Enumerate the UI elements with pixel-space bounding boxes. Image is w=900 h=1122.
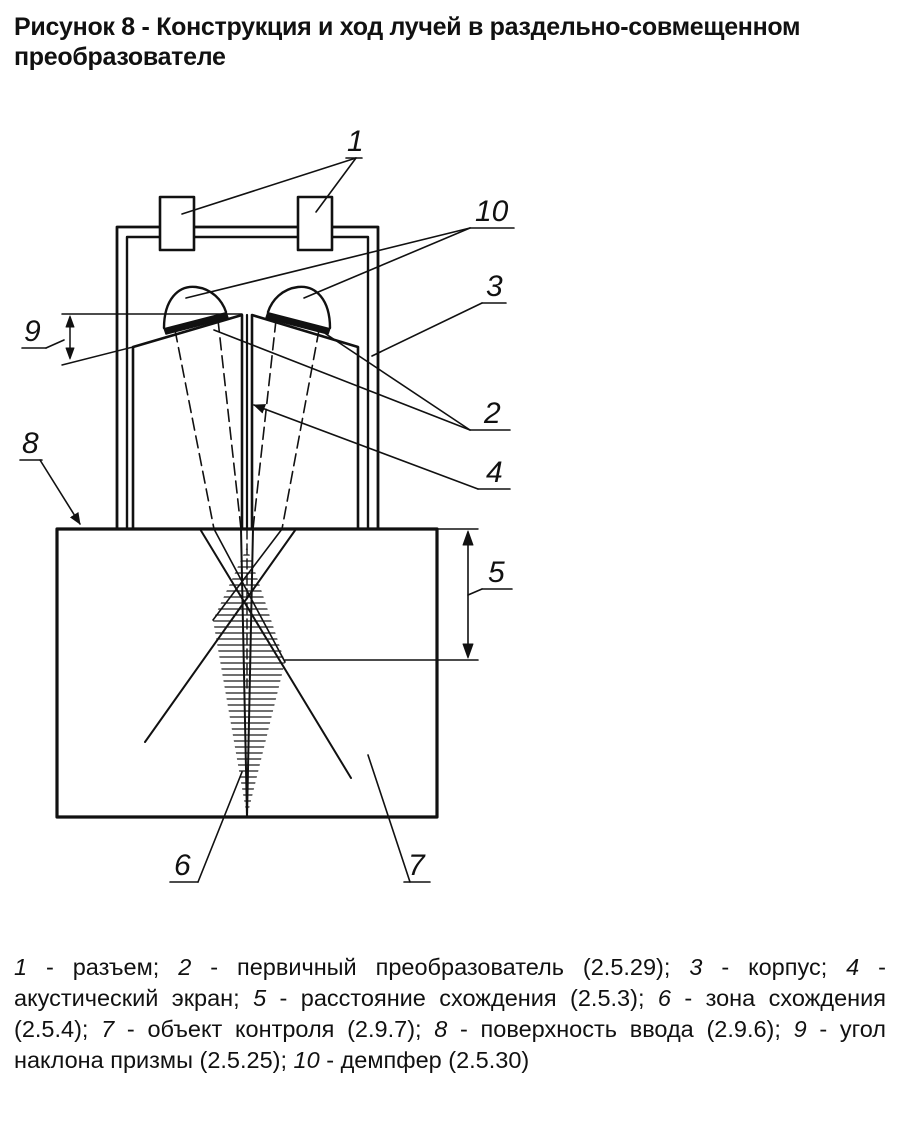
label-6: 6 xyxy=(174,849,191,882)
beam-left-inner xyxy=(240,528,248,818)
dim5-arrow-top xyxy=(462,530,474,546)
leader-1-b xyxy=(315,157,357,213)
leader-10-a xyxy=(185,227,471,299)
leader-3 xyxy=(371,302,483,357)
label-2: 2 xyxy=(483,397,501,430)
leader-8 xyxy=(39,459,81,525)
housing-inner xyxy=(125,235,370,531)
leader-5 xyxy=(467,588,483,596)
label-3: 3 xyxy=(486,270,503,303)
legend-item-7: 7 - объект контроля (2.9.7); xyxy=(101,1016,435,1042)
label-5: 5 xyxy=(488,556,505,589)
damper-left xyxy=(162,285,228,330)
leader-6 xyxy=(197,771,243,883)
element-left xyxy=(163,311,229,335)
figure-title-line-1: Рисунок 8 - Конструкция и ход лучей в ра… xyxy=(14,13,801,41)
transducer-diagram: 1 10 3 9 2 8 4 5 6 7 xyxy=(19,125,515,883)
beam-right-outer xyxy=(144,528,297,743)
connector-right xyxy=(296,195,334,252)
damper-right xyxy=(266,285,332,330)
label-9: 9 xyxy=(24,315,41,348)
housing-outer xyxy=(115,225,380,531)
legend-item-1: 1 - разъем; xyxy=(14,954,179,980)
legend-item-8: 8 - поверхность ввода (2.9.6); xyxy=(434,1016,794,1042)
legend-item-9: 9 - угол наклона призмы (2.5.25); xyxy=(14,1016,886,1073)
leader-2-b xyxy=(325,333,471,431)
legend-item-4: 4 - акустический экран; xyxy=(14,954,886,1011)
label-1: 1 xyxy=(347,125,364,158)
leader-10-b xyxy=(303,227,471,299)
connector-left xyxy=(158,195,196,252)
legend-item-5: 5 - расстояние схождения (2.5.3); xyxy=(253,985,658,1011)
dim9-arrow-top xyxy=(65,315,75,328)
legend-item-3: 3 - корпус; xyxy=(689,954,847,980)
dim9-ext-bottom xyxy=(61,346,134,366)
figure-title: Рисунок 8 - Конструкция и ход лучей в ра… xyxy=(14,12,884,72)
label-10: 10 xyxy=(475,195,509,228)
figure-title-line-2: преобразователе xyxy=(14,43,226,71)
beam-right-dashed-a xyxy=(281,329,320,530)
leader-4 xyxy=(253,404,479,490)
figure-legend: 1 - разъем; 2 - первичный преобразовател… xyxy=(14,952,886,1076)
dim9-arrow-bottom xyxy=(65,347,75,360)
legend-item-2: 2 - первичный преобразователь (2.5.29); xyxy=(178,954,690,980)
beam-right-inner xyxy=(246,528,254,818)
prism-right xyxy=(250,313,360,531)
label-8: 8 xyxy=(22,427,39,460)
beam-left-outer xyxy=(199,528,352,779)
legend-item-10: 10 - демпфер (2.5.30) xyxy=(293,1047,530,1073)
leader-2-a xyxy=(213,329,471,431)
label-4: 4 xyxy=(486,456,503,489)
beam-left-dashed-a xyxy=(174,329,215,530)
leader-7 xyxy=(367,754,411,883)
beam-crossing-a xyxy=(213,528,286,663)
dim5-arrow-bottom xyxy=(462,643,474,659)
leader-9 xyxy=(45,339,65,349)
leader-1-a xyxy=(181,157,357,215)
prism-left xyxy=(131,313,244,531)
beam-right-dashed-b xyxy=(252,319,277,530)
legend-item-6: 6 - зона схождения (2.5.4); xyxy=(14,985,886,1042)
label-7: 7 xyxy=(408,849,426,882)
beam-left-dashed-b xyxy=(217,319,242,530)
